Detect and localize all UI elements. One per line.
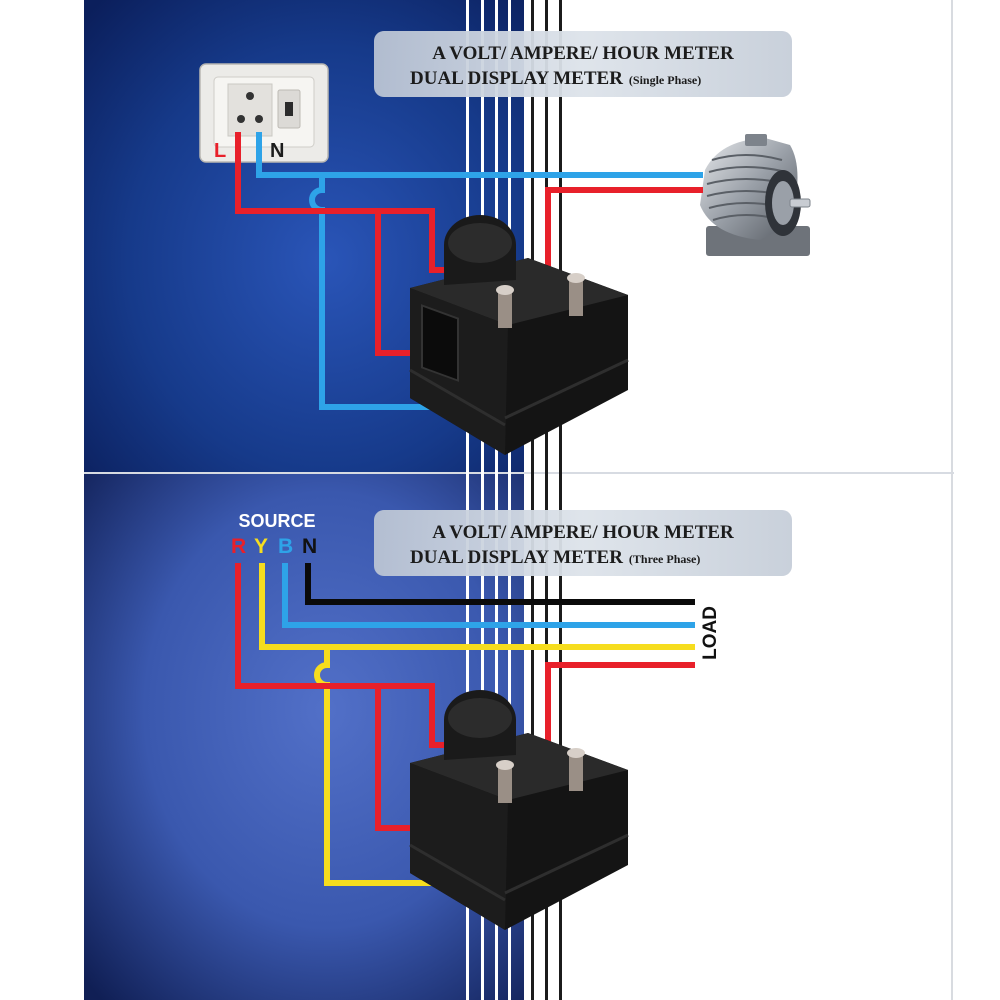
current-transformer-icon [444,215,516,285]
decorative-stripes [466,0,562,1000]
banner-single-phase: A VOLT/ AMPERE/ HOUR METER DUAL DISPLAY … [374,31,792,97]
phase-b-label: B [278,535,293,558]
banner-three-phase: A VOLT/ AMPERE/ HOUR METER DUAL DISPLAY … [374,510,792,576]
socket-label-n: N [270,140,284,162]
phase-n-label: N [302,535,317,558]
title-line1-three-phase: A VOLT/ AMPERE/ HOUR METER [432,522,734,543]
meter-terminals [496,273,585,328]
source-label: SOURCE [238,511,315,531]
socket-label-l: L [214,140,226,162]
meter-terminals-three-phase [496,748,585,803]
phase-r-label: R [231,535,246,558]
wall-socket-icon [199,63,329,163]
wires-three-phase [235,563,695,886]
title-line2-three-phase: DUAL DISPLAY METER(Three Phase) [410,547,700,568]
title-line1: A VOLT/ AMPERE/ HOUR METER [432,43,734,64]
load-label: LOAD [700,606,721,660]
electric-motor-icon [700,134,811,256]
current-transformer-icon-three-phase [444,690,516,760]
phase-y-label: Y [254,535,268,558]
title-line2: DUAL DISPLAY METER(Single Phase) [410,68,701,89]
